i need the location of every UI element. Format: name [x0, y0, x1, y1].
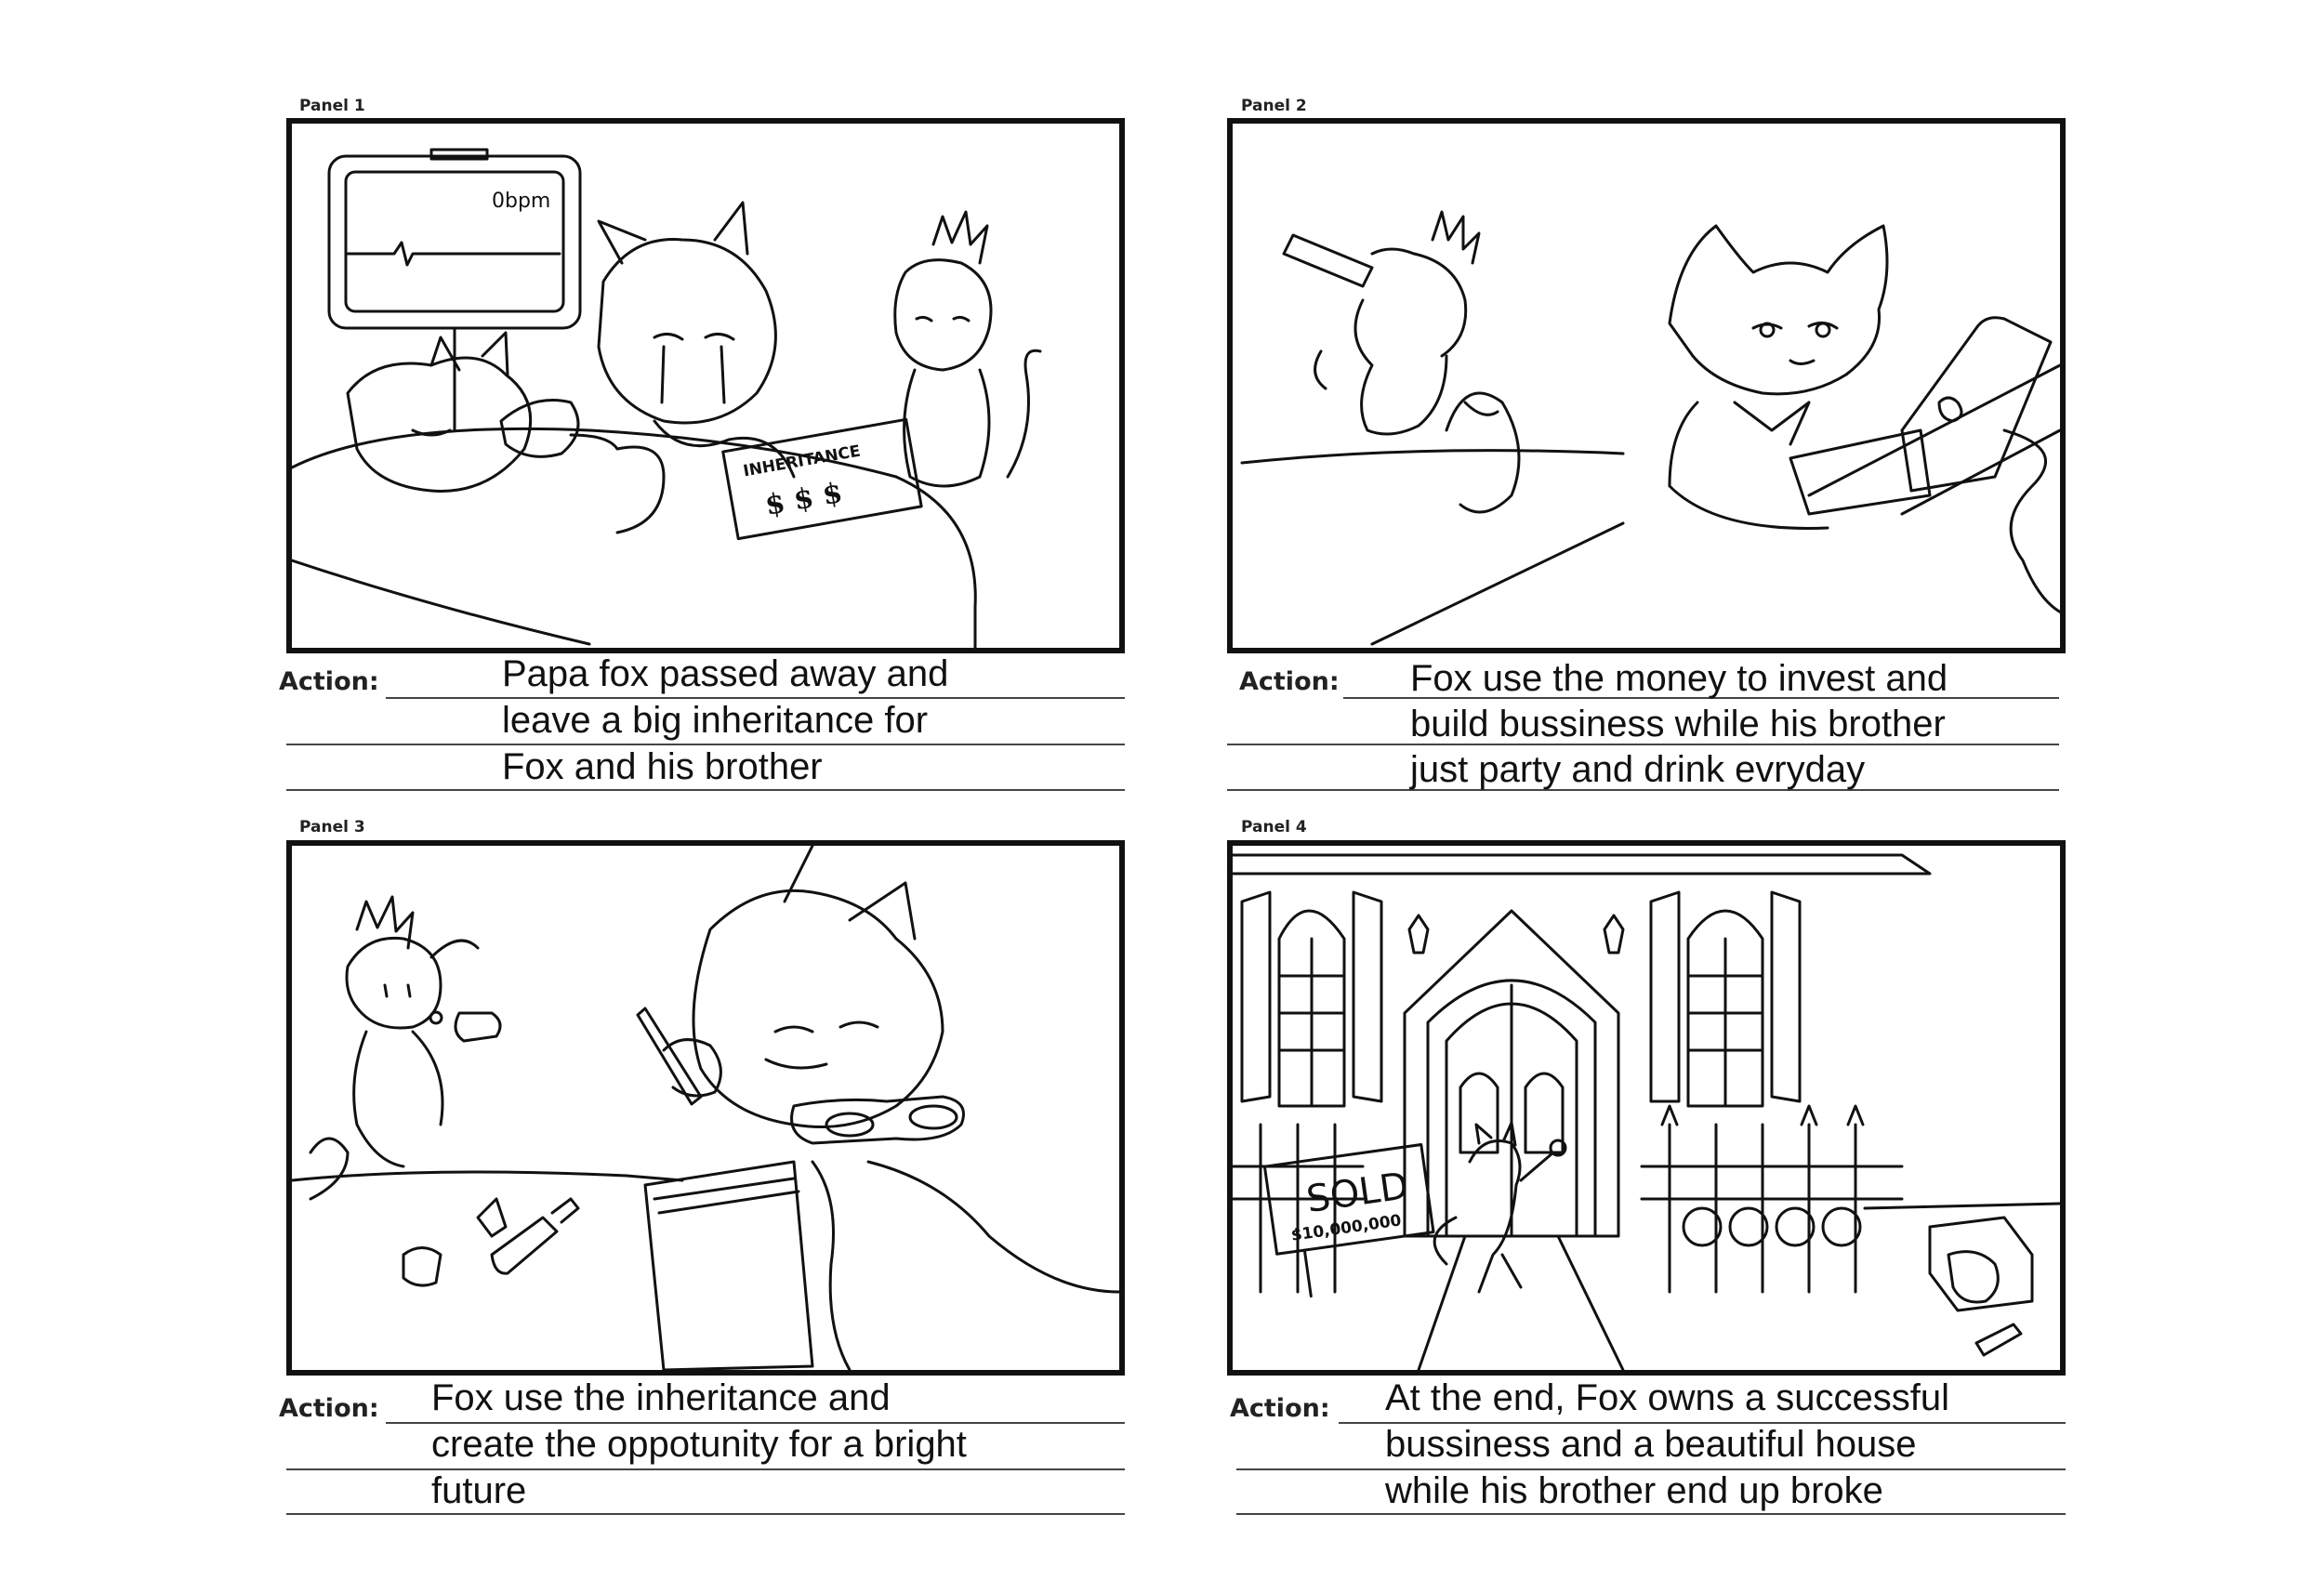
panel-4-action-line-1: At the end, Fox owns a successful [1385, 1377, 1949, 1418]
panel-3-label: Panel 3 [299, 818, 365, 836]
panel-2-rule-3 [1227, 789, 2059, 791]
heart-monitor: 0bpm [327, 148, 582, 432]
panel-3-action-line-2: create the oppotunity for a bright [431, 1424, 967, 1465]
panel-3-rule-3 [286, 1513, 1125, 1515]
money-signs-text: $ $ $ [763, 477, 845, 522]
panel-3-rule-1 [386, 1422, 1125, 1424]
panel-2-rule-2 [1227, 744, 2059, 745]
panel-4-rule-3 [1236, 1513, 2066, 1515]
empty-bottle-icon [1974, 1323, 2023, 1357]
panel-2-label: Panel 2 [1241, 97, 1307, 115]
right-window [1649, 890, 1802, 1108]
panel-4-label: Panel 4 [1241, 818, 1307, 836]
panel-2-illustration [1240, 210, 2060, 646]
wall-lamp-icon [1603, 914, 1625, 955]
panel-4-action-label: Action: [1230, 1394, 1330, 1423]
panel-1-frame: 0bpm INHERITANCE $ $ $ [286, 118, 1125, 653]
laptop-icon [1900, 316, 2053, 493]
panel-2-action-label: Action: [1239, 667, 1340, 696]
monitor-bpm-text: 0bpm [492, 190, 550, 213]
panel-3-illustration [292, 846, 1119, 1370]
wall-lamp-icon [1407, 914, 1430, 955]
panel-1-action-line-2: leave a big inheritance for [502, 700, 929, 741]
panel-2-action-line-2: build bussiness while his brother [1410, 704, 1946, 744]
panel-2-rule-1 [1343, 697, 2059, 699]
sold-sign: SOLD $10,000,000 [1262, 1143, 1435, 1298]
key-icon [1519, 1151, 1555, 1182]
panel-4-action-line-3: while his brother end up broke [1385, 1470, 1883, 1511]
panel-4-frame: SOLD $10,000,000 [1227, 840, 2066, 1376]
panel-1-label: Panel 1 [299, 97, 365, 115]
panel-3-action-line-3: future [431, 1470, 527, 1511]
pen-icon [636, 1007, 703, 1106]
panel-4-illustration: SOLD $10,000,000 [1233, 853, 2060, 1370]
panel-3-action-label: Action: [279, 1394, 379, 1423]
panel-2-action-line-3: just party and drink evryday [1410, 749, 1866, 790]
pipe-icon [790, 1095, 965, 1145]
front-door [1445, 983, 1578, 1238]
can-icon [454, 1011, 502, 1043]
panel-4-rule-2 [1236, 1468, 2066, 1470]
panel-2-action-line-1: Fox use the money to invest and [1410, 658, 1948, 699]
floor-bottle-icon [490, 1216, 559, 1275]
inheritance-paper: INHERITANCE $ $ $ [721, 417, 923, 541]
panel-3-frame [286, 840, 1125, 1376]
left-window [1240, 890, 1383, 1108]
bottle-icon [1282, 233, 1374, 288]
panel-1-action-line-3: Fox and his brother [502, 746, 823, 787]
panel-1-rule-3 [286, 789, 1125, 791]
panel-4-action-line-2: bussiness and a beautiful house [1385, 1424, 1917, 1465]
panel-1-action-label: Action: [279, 667, 379, 696]
panel-1-rule-2 [286, 744, 1125, 745]
panel-1-illustration: 0bpm INHERITANCE $ $ $ [292, 148, 1042, 648]
sold-price-text: $10,000,000 [1290, 1211, 1403, 1244]
panel-4-rule-1 [1339, 1422, 2066, 1424]
panel-1-action-line-1: Papa fox passed away and [502, 653, 949, 694]
panel-3-action-line-1: Fox use the inheritance and [431, 1377, 891, 1418]
panel-3-rule-2 [286, 1468, 1125, 1470]
panel-2-frame [1227, 118, 2066, 653]
panel-1-rule-1 [386, 697, 1125, 699]
